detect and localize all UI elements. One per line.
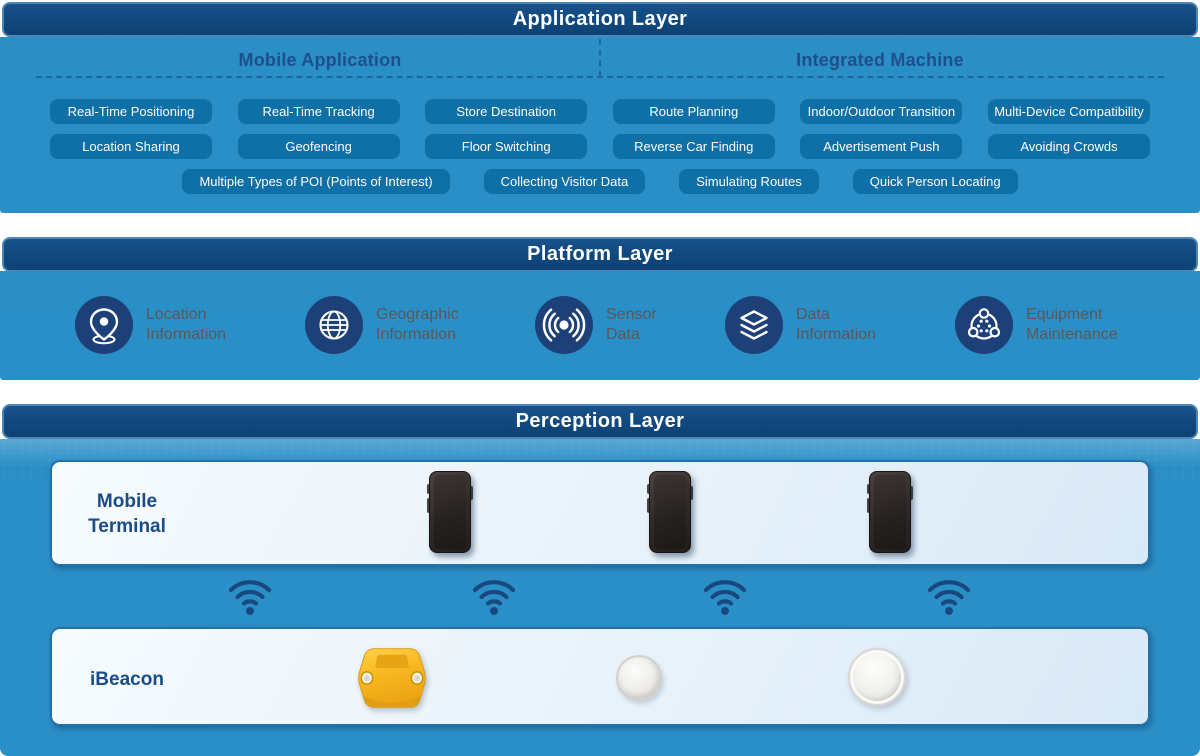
mobile-terminal-panel: Mobile Terminal: [50, 460, 1150, 566]
mobile-application-heading: Mobile Application: [238, 50, 402, 70]
feature-pill: Reverse Car Finding: [612, 134, 775, 159]
phone-side-button: [469, 486, 473, 500]
ibeacon-panel: iBeacon: [50, 627, 1150, 726]
feature-pill: Avoiding Crowds: [987, 134, 1150, 159]
wifi-icon: [472, 580, 516, 615]
platform-layer-title: Platform Layer: [527, 243, 673, 265]
signal-waves-icon: [535, 296, 593, 354]
wifi-icon: [927, 580, 971, 615]
feature-pill: Store Destination: [425, 99, 588, 124]
phone-screen: [654, 475, 686, 549]
phone-side-button: [689, 486, 693, 500]
perception-layer-header: Perception Layer: [2, 404, 1198, 439]
feature-pill: Advertisement Push: [800, 134, 963, 159]
phone-screen: [434, 475, 466, 549]
application-layer-body: Mobile Application Integrated Machine Re…: [0, 37, 1200, 213]
perception-layer-title: Perception Layer: [515, 410, 685, 432]
feature-pill: Simulating Routes: [679, 169, 819, 194]
platform-item-location-information: Location Information: [75, 296, 226, 354]
feature-pill: Geofencing: [237, 134, 400, 159]
platform-item-label: Equipment Maintenance: [1026, 305, 1118, 343]
feature-pill-row-1: Real-Time Positioning Real-Time Tracking…: [50, 99, 1150, 124]
feature-pill: Real-Time Tracking: [237, 99, 400, 124]
horizontal-dashed-divider: [36, 76, 1164, 78]
feature-pill-row-2: Location Sharing Geofencing Floor Switch…: [50, 134, 1150, 159]
platform-item-label: Geographic Information: [376, 305, 459, 343]
platform-layer-header: Platform Layer: [2, 237, 1198, 272]
application-layer-header: Application Layer: [2, 2, 1198, 37]
platform-item-label: Data Information: [796, 305, 877, 343]
feature-pill: Location Sharing: [50, 134, 212, 159]
mobile-terminal-label: Mobile Terminal: [88, 491, 166, 538]
application-layer-title: Application Layer: [512, 8, 688, 30]
feature-pill: Floor Switching: [425, 134, 588, 159]
phone-side-button: [909, 486, 913, 500]
integrated-machine-heading: Integrated Machine: [796, 50, 964, 70]
platform-item-data-information: Data Information: [725, 296, 876, 354]
phone-body: [869, 471, 911, 553]
phone-body: [429, 471, 471, 553]
maintenance-cycle-icon: [955, 296, 1013, 354]
feature-pill: Route Planning: [612, 99, 775, 124]
vertical-dashed-divider: [599, 39, 601, 77]
smartphone-image: [867, 471, 913, 553]
feature-pill: Multi-Device Compatibility: [987, 99, 1150, 124]
platform-item-sensor-data: Sensor Data: [535, 296, 657, 354]
feature-pill: Indoor/Outdoor Transition: [800, 99, 963, 124]
phone-body: [649, 471, 691, 553]
location-pin-icon: [75, 296, 133, 354]
layers-icon: [725, 296, 783, 354]
feature-pill: Multiple Types of POI (Points of Interes…: [182, 169, 450, 194]
platform-item-geographic-information: Geographic Information: [305, 296, 459, 354]
smartphone-image: [427, 471, 473, 553]
ibeacon-label: iBeacon: [90, 669, 164, 690]
platform-item-label: Sensor Data: [606, 305, 657, 343]
perception-layer-body: Mobile Terminal: [0, 439, 1200, 756]
feature-pill: Collecting Visitor Data: [483, 169, 646, 194]
beacon-yellow-image: [358, 648, 426, 708]
wifi-icon: [703, 580, 747, 615]
beacon-white-large-image: [848, 648, 906, 706]
feature-pill: Quick Person Locating: [852, 169, 1018, 194]
beacon-white-small-image: [616, 655, 662, 701]
platform-item-equipment-maintenance: Equipment Maintenance: [955, 296, 1118, 354]
phone-screen: [874, 475, 906, 549]
platform-item-label: Location Information: [146, 305, 227, 343]
feature-pill: Real-Time Positioning: [50, 99, 212, 124]
wifi-icon: [228, 580, 272, 615]
globe-icon: [305, 296, 363, 354]
feature-pill-row-3: Multiple Types of POI (Points of Interes…: [0, 169, 1200, 194]
smartphone-image: [647, 471, 693, 553]
